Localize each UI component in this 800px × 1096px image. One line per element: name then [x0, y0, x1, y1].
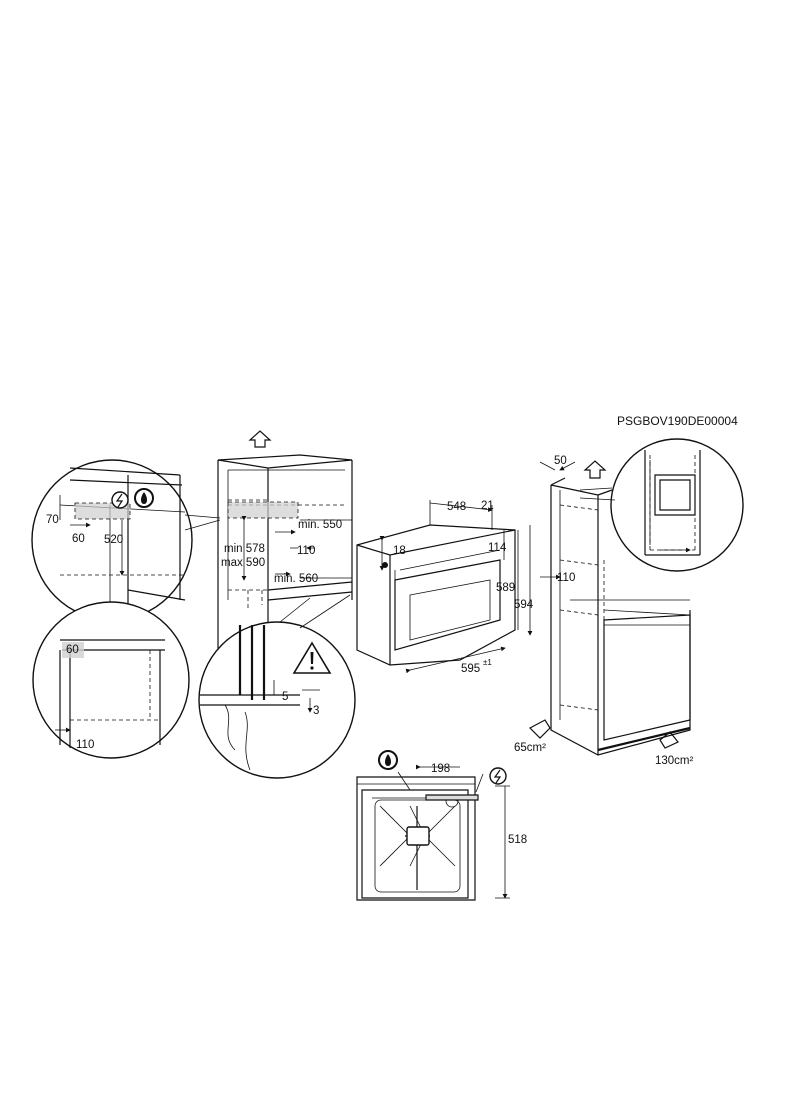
dim-110-low: 110	[76, 739, 94, 751]
vent-130: 130cm²	[655, 755, 694, 767]
dim-min-550: min. 550	[298, 519, 342, 531]
dim-3: 3	[313, 705, 319, 717]
dim-520: 520	[104, 534, 123, 546]
detail-circle-side	[32, 601, 190, 759]
electric-connection-icon	[489, 767, 507, 785]
dim-21: 21	[481, 500, 494, 512]
oven-unit	[356, 500, 530, 674]
dim-595-tolerance: ±1	[483, 658, 492, 667]
dim-518: 518	[508, 834, 527, 846]
dim-594: 594	[514, 599, 534, 611]
vent-65: 65cm²	[514, 742, 546, 754]
gas-connection-icon	[134, 488, 154, 508]
dim-60-box: 60	[66, 644, 79, 656]
detail-circle-connection	[31, 459, 193, 621]
dim-50: 50	[554, 455, 567, 467]
detail-circle-airflow	[579, 438, 744, 572]
electric-connection-icon	[111, 491, 129, 509]
dim-548: 548	[447, 501, 466, 513]
dim-min-560: min. 560	[274, 573, 318, 585]
dim-589: 589	[496, 582, 515, 594]
arrow-up-icon	[583, 460, 607, 479]
dim-114: 114	[488, 542, 507, 554]
dim-198: 198	[431, 763, 450, 775]
arrow-up-icon	[248, 430, 272, 448]
dim-110-right: 110	[557, 572, 575, 584]
tall-cabinet	[529, 460, 691, 756]
dim-max-590: max 590	[221, 557, 265, 569]
dim-60: 60	[72, 533, 85, 545]
hob-top-view	[356, 750, 510, 900]
dim-18: 18	[393, 545, 406, 557]
warning-icon	[292, 641, 332, 674]
cabinet-column	[217, 430, 353, 655]
detail-circle-warning	[198, 594, 356, 779]
dim-595: 595	[461, 663, 480, 675]
dim-5: 5	[282, 691, 288, 703]
dim-70: 70	[46, 514, 59, 526]
drawing-code: PSGBOV190DE00004	[617, 414, 738, 428]
dim-110-mid: 110	[297, 545, 315, 557]
gas-connection-icon	[378, 750, 398, 770]
dim-min-578: min 578	[224, 543, 265, 555]
